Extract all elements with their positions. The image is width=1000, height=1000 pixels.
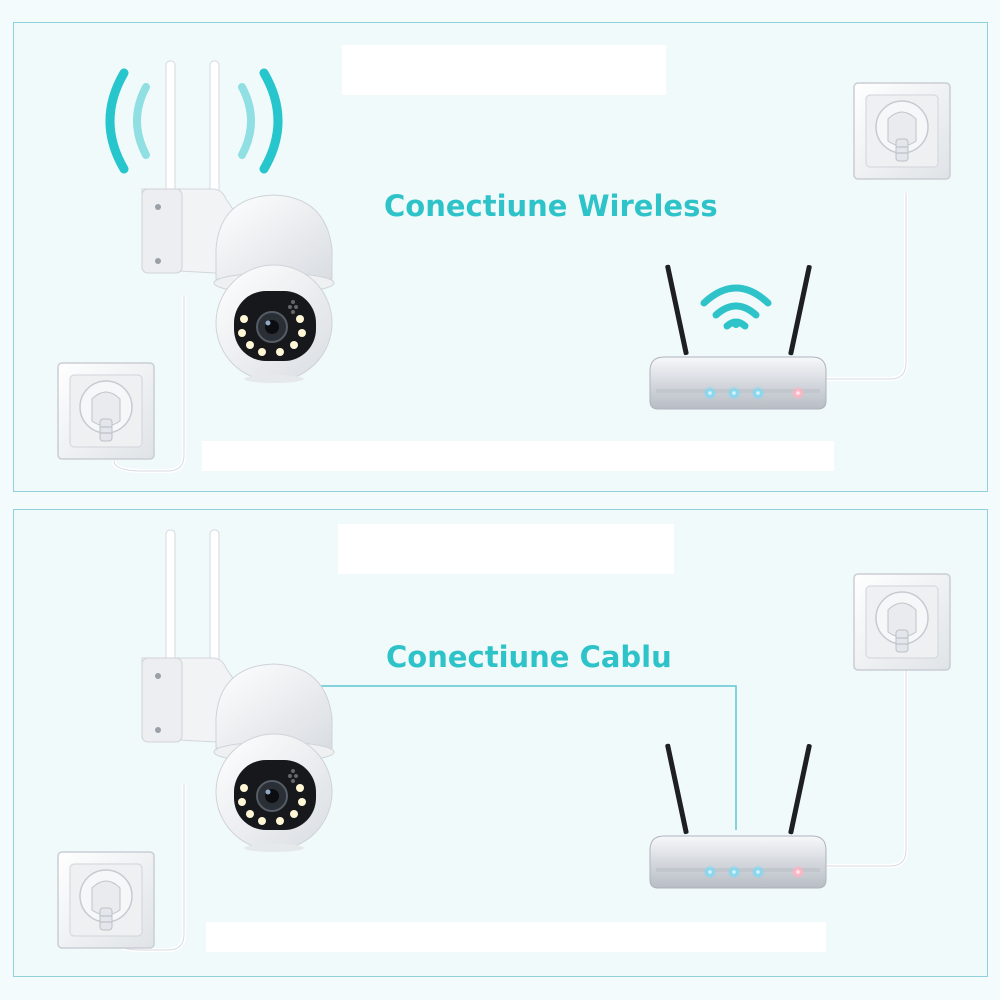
router-power-cable — [818, 670, 908, 868]
wall-socket-icon — [57, 851, 155, 949]
cable-connection-panel: Conectiune Cablu — [13, 509, 988, 977]
wifi-signal-icon — [700, 284, 772, 330]
wall-socket-icon — [57, 362, 155, 460]
blank-label-bar-bottom — [202, 441, 834, 471]
wireless-connection-panel: Conectiune Wireless — [13, 22, 988, 492]
cable-scene — [57, 529, 951, 952]
router-power-cable-outline — [818, 193, 907, 380]
blank-label-bar-top — [338, 524, 674, 574]
panel-title-wireless: Conectiune Wireless — [384, 189, 718, 223]
router-power-cable — [818, 193, 908, 381]
ptz-camera-icon — [141, 60, 335, 384]
ptz-camera-icon — [141, 529, 335, 853]
camera-power-cable-outline — [113, 295, 185, 472]
wall-socket-icon — [853, 82, 951, 180]
panel-title-cable: Conectiune Cablu — [386, 640, 672, 674]
wifi-router-icon — [649, 742, 827, 889]
router-power-cable-outline — [818, 670, 907, 867]
network-cable — [314, 685, 737, 830]
wireless-scene — [57, 60, 951, 473]
wall-socket-icon — [853, 573, 951, 671]
wireless-waves-icon — [105, 68, 283, 174]
blank-label-bar-bottom — [206, 922, 826, 952]
blank-label-bar-top — [342, 45, 666, 95]
